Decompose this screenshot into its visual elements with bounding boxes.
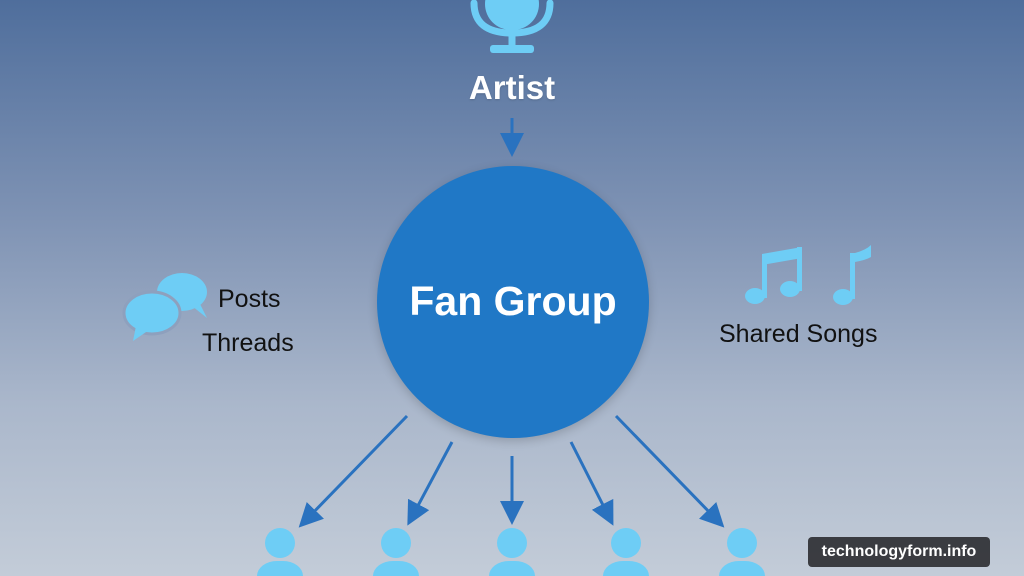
microphone-icon — [470, 0, 554, 53]
shared-songs-label: Shared Songs — [719, 320, 878, 348]
person-icon — [719, 528, 765, 576]
fan-group-node: Fan Group — [377, 166, 649, 438]
posts-label: Posts — [218, 285, 281, 313]
member-arrows — [298, 414, 725, 528]
artist-label: Artist — [468, 69, 556, 106]
person-icon — [603, 528, 649, 576]
member-arrow — [614, 414, 725, 528]
fan-group-label: Fan Group — [409, 278, 617, 324]
member-arrow — [407, 441, 454, 526]
person-icon — [489, 528, 535, 576]
threads-label: Threads — [202, 329, 294, 357]
member-icons — [257, 528, 765, 576]
watermark-badge: technologyform.info — [808, 537, 990, 567]
chat-bubbles-icon — [122, 273, 207, 341]
person-icon — [373, 528, 419, 576]
music-notes-icon — [745, 245, 871, 305]
member-arrow — [298, 414, 409, 528]
member-arrow — [569, 441, 614, 526]
person-icon — [257, 528, 303, 576]
